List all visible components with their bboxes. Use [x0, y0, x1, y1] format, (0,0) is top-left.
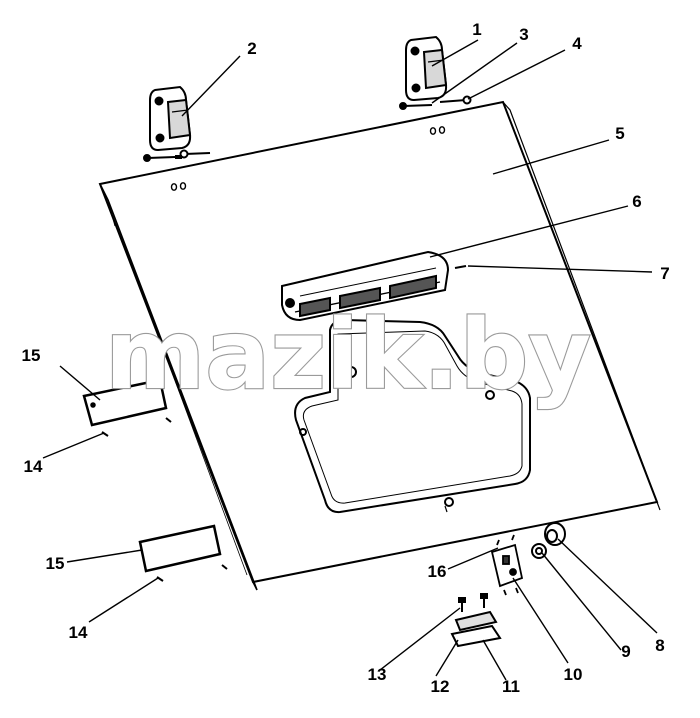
callout-11: 11: [502, 677, 520, 696]
callout-2: 2: [247, 39, 256, 58]
callout-labels: 1 2 3 4 5 6 7 8 9 10 11 12 13 14 14 15 1…: [22, 20, 670, 696]
callout-3: 3: [519, 25, 528, 44]
callout-1: 1: [472, 20, 481, 39]
callout-15-lower: 15: [46, 554, 65, 573]
striker-plate: [450, 593, 502, 648]
plate-lower: [138, 524, 222, 573]
callout-12: 12: [431, 677, 450, 696]
callout-7: 7: [660, 264, 669, 283]
hinge-right: [405, 35, 448, 102]
leader-lines: [42, 39, 658, 681]
hinge-left: [149, 85, 192, 152]
lock-cylinder: [544, 522, 566, 546]
screw-7: [454, 265, 467, 269]
latch-mechanism: [490, 534, 524, 596]
callout-6: 6: [632, 192, 641, 211]
callout-4: 4: [572, 34, 582, 53]
hinge-left-bolts: [143, 149, 211, 162]
panel-bolt-holes: [170, 126, 446, 191]
handle-grille: [281, 250, 450, 322]
callout-15-upper: 15: [22, 346, 41, 365]
plate-upper: [82, 378, 168, 427]
door-panel: [98, 100, 661, 591]
callout-8: 8: [655, 636, 664, 655]
callout-16: 16: [428, 562, 447, 581]
callout-13: 13: [368, 665, 387, 684]
callout-14-lower: 14: [69, 623, 88, 642]
hinge-right-bolts: [399, 95, 472, 110]
screws-14-lower: [156, 564, 228, 582]
callout-14-upper: 14: [24, 457, 43, 476]
watermark-text: mazik.by: [105, 299, 591, 411]
callout-9: 9: [621, 642, 630, 661]
callout-10: 10: [564, 665, 583, 684]
window-opening: [294, 318, 531, 514]
callout-5: 5: [615, 124, 624, 143]
